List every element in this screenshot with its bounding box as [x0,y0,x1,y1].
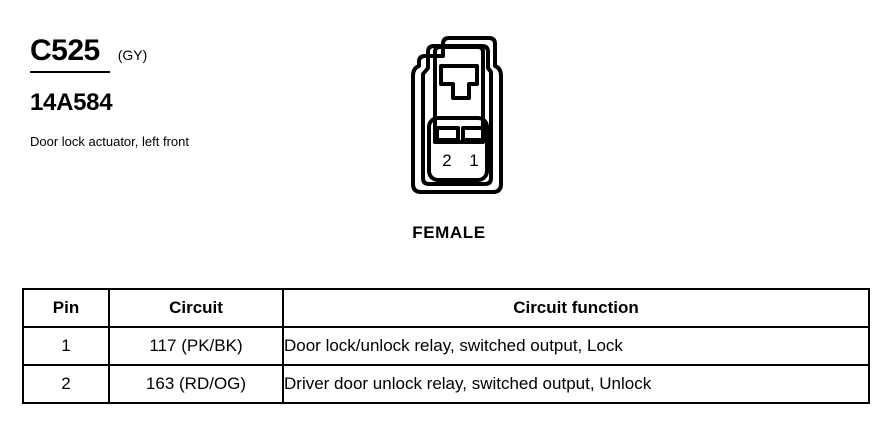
connector-color-code: (GY) [117,47,148,63]
component-description: Door lock actuator, left front [30,134,189,149]
connector-type-label: FEMALE [412,223,486,242]
connector-latch-housing [433,45,485,144]
cell-circuit: 117 (PK/BK) [108,326,284,366]
table-row: 1 117 (PK/BK) Door lock/unlock relay, sw… [22,326,870,366]
table-header-row: Pin Circuit Circuit function [22,288,870,328]
pinout-table: Pin Circuit Circuit function 1 117 (PK/B… [22,288,870,404]
column-header-circuit: Circuit [108,288,284,328]
connector-id-underline [30,71,110,73]
cell-circuit-function: Driver door unlock relay, switched outpu… [282,364,870,404]
table-row: 2 163 (RD/OG) Driver door unlock relay, … [22,364,870,404]
pin-label-2: 2 [442,151,451,170]
connector-figure: 2 1 FEMALE [383,26,533,243]
connector-outline-drawing: 2 1 [411,36,503,194]
column-header-pin: Pin [22,288,110,328]
connector-id-row: C525 (GY) [30,36,330,66]
cell-circuit: 163 (RD/OG) [108,364,284,404]
connector-pin-block [427,116,489,182]
part-number: 14A584 [30,89,113,116]
cell-pin: 2 [22,364,110,404]
column-header-circuit-function: Circuit function [282,288,870,328]
cell-circuit-function: Door lock/unlock relay, switched output,… [282,326,870,366]
connector-id: C525 [30,34,100,67]
pin-label-1: 1 [469,151,478,170]
connector-middle-shell [421,44,493,186]
connector-latch-tab [439,64,479,100]
pin-cavity-1 [461,126,486,142]
connector-header: C525 (GY) 14A584 Door lock actuator, lef… [30,36,330,152]
pin-cavity-2 [435,126,460,142]
cell-pin: 1 [22,326,110,366]
